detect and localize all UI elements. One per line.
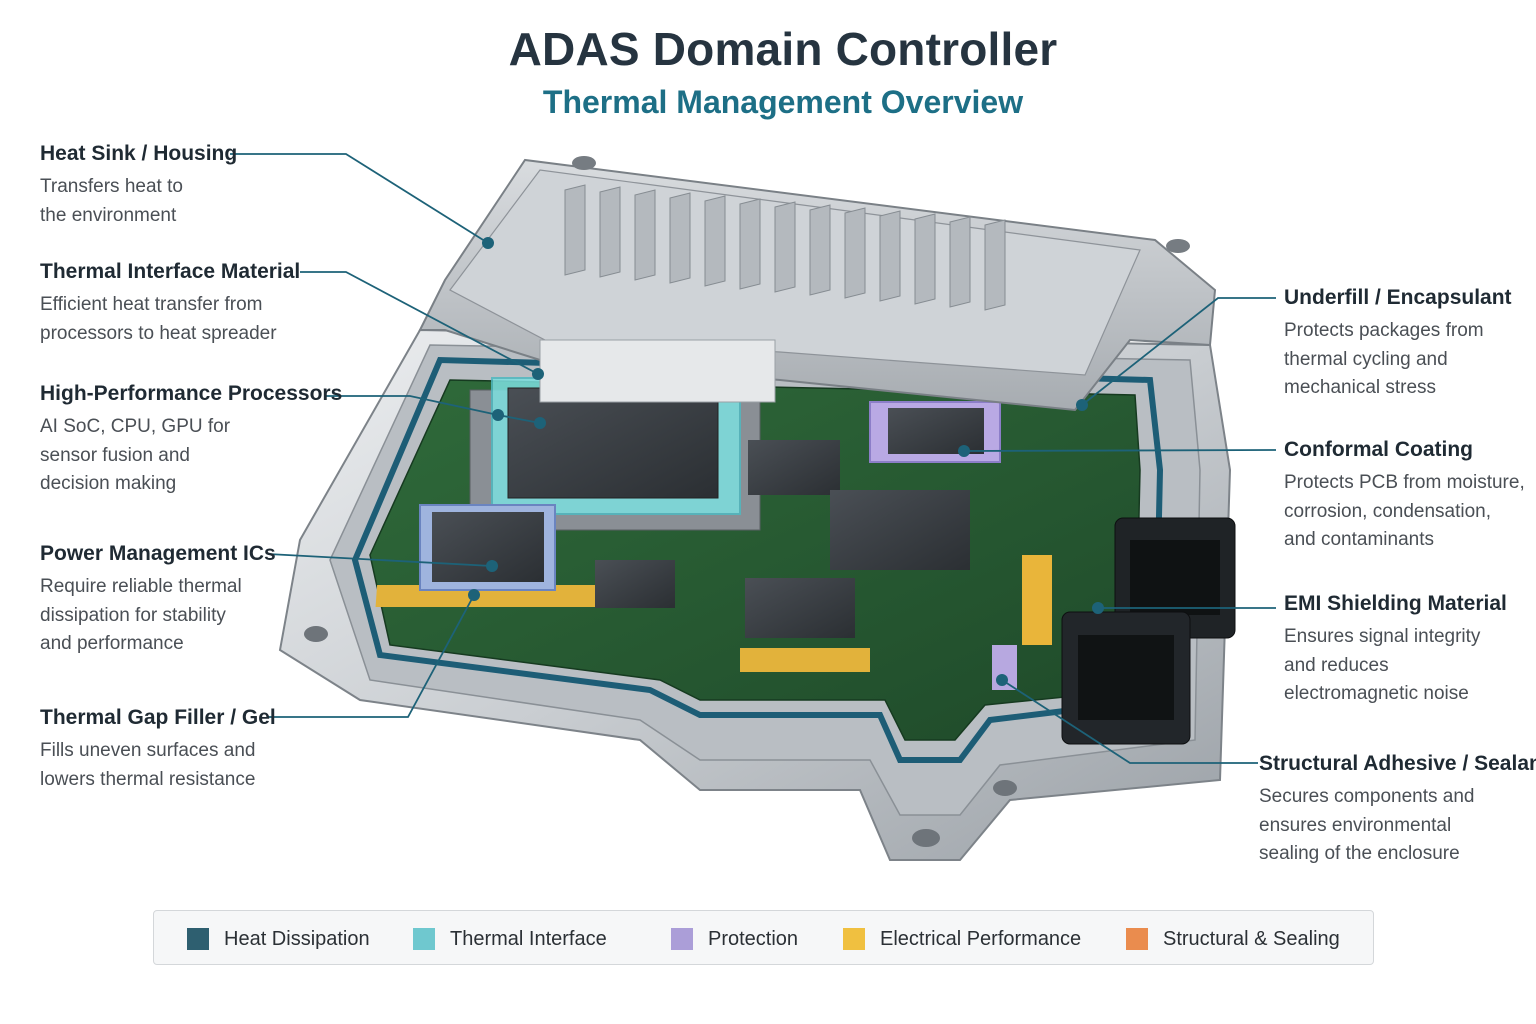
callout-line: Protects packages from <box>1284 320 1484 341</box>
callout-description: Secures components and ensures environme… <box>1259 783 1536 869</box>
heat-sink-lid <box>418 156 1217 412</box>
connector-lower <box>1061 611 1191 745</box>
callout-line: sealing of the enclosure <box>1259 843 1460 864</box>
callout-line: Efficient heat transfer from <box>40 294 263 315</box>
coated-chip <box>869 401 1001 463</box>
callout-heading: Structural Adhesive / Sealant <box>1259 752 1536 775</box>
callout-conformal: Conformal Coating Protects PCB from mois… <box>1284 436 1525 555</box>
callout-heading: EMI Shielding Material <box>1284 592 1507 615</box>
callout-line: Secures components and <box>1259 786 1475 807</box>
callout-line: sensor fusion and <box>40 444 190 466</box>
callout-description: Efficient heat transfer from processors … <box>40 291 300 348</box>
mount-hole-right <box>993 780 1017 796</box>
callout-adhesive: Structural Adhesive / Sealant Secures co… <box>1259 750 1536 869</box>
gap-filler-pad-2 <box>740 648 870 672</box>
callout-gap-filler: Thermal Gap Filler / Gel Fills uneven su… <box>40 704 276 794</box>
callout-description: Require reliable thermal dissipation for… <box>40 573 276 659</box>
legend-label: Structural & Sealing <box>1163 928 1340 950</box>
callout-heading: Heat Sink / Housing <box>40 142 238 165</box>
page-title: ADAS Domain Controller <box>508 23 1058 75</box>
mount-hole-left <box>304 626 328 642</box>
legend-swatch <box>1126 928 1148 950</box>
callout-line: and reduces <box>1284 654 1389 676</box>
callout-description: Protects PCB from moisture, corrosion, c… <box>1284 469 1525 555</box>
callout-line: dissipation for stability <box>40 604 226 626</box>
callout-line: mechanical stress <box>1284 377 1437 398</box>
ic-chip-1 <box>748 440 840 495</box>
leader-dots <box>468 237 1104 686</box>
callout-line: electromagnetic noise <box>1284 683 1469 704</box>
callout-heading: Underfill / Encapsulant <box>1284 286 1512 309</box>
callout-description: Fills uneven surfaces and lowers thermal… <box>40 737 276 794</box>
legend-swatch <box>413 928 435 950</box>
callout-heading: Conformal Coating <box>1284 438 1473 461</box>
legend-label: Heat Dissipation <box>224 928 370 950</box>
leader-lines <box>230 153 1277 764</box>
callout-heading: Thermal Gap Filler / Gel <box>40 706 276 729</box>
callout-description: AI SoC, CPU, GPU for sensor fusion and d… <box>40 413 342 499</box>
page-subtitle: Thermal Management Overview <box>542 84 1024 120</box>
ic-chip-2 <box>830 490 970 570</box>
pmic-chip <box>419 504 556 591</box>
callout-line: the environment <box>40 204 177 226</box>
callout-heading: Thermal Interface Material <box>40 260 301 283</box>
legend-swatch <box>843 928 865 950</box>
seal-channel <box>351 356 1164 763</box>
callout-line: corrosion, condensation, <box>1284 500 1492 522</box>
callout-pmic: Power Management ICs Require reliable th… <box>40 540 276 659</box>
callout-emi: EMI Shielding Material Ensures signal in… <box>1284 590 1507 709</box>
main-soc <box>469 377 761 531</box>
mount-hole-bottom <box>912 829 940 847</box>
legend-label: Thermal Interface <box>450 928 607 950</box>
callout-description: Transfers heat to the environment <box>40 173 237 230</box>
callout-line: AI SoC, CPU, GPU for <box>40 416 231 437</box>
callout-line: lowers thermal resistance <box>40 768 256 790</box>
legend-swatch <box>671 928 693 950</box>
legend-label: Electrical Performance <box>880 928 1082 950</box>
callout-line: processors to heat spreader <box>40 322 277 344</box>
callout-line: and performance <box>40 633 184 654</box>
callout-line: thermal cycling and <box>1284 348 1448 370</box>
callout-underfill: Underfill / Encapsulant Protects package… <box>1284 284 1512 403</box>
callout-processors: High-Performance Processors AI SoC, CPU,… <box>40 380 342 499</box>
ic-chip-4 <box>595 560 675 608</box>
callout-line: and contaminants <box>1284 529 1434 550</box>
callout-line: Transfers heat to <box>40 176 183 197</box>
callout-line: Require reliable thermal <box>40 576 242 597</box>
emi-shield-strip <box>1022 555 1052 645</box>
callout-line: Ensures signal integrity <box>1284 626 1481 647</box>
callout-line: ensures environmental <box>1259 814 1452 836</box>
ic-chip-3 <box>745 578 855 638</box>
callout-description: Ensures signal integrity and reduces ele… <box>1284 623 1507 709</box>
legend: Heat Dissipation Thermal Interface Prote… <box>153 910 1374 965</box>
legend-swatch <box>187 928 209 950</box>
callout-line: Protects PCB from moisture, <box>1284 472 1525 493</box>
callout-line: Fills uneven surfaces and <box>40 740 256 761</box>
callout-heading: Power Management ICs <box>40 542 276 565</box>
callout-tim: Thermal Interface Material Efficient hea… <box>40 258 300 348</box>
callout-line: decision making <box>40 473 177 494</box>
callout-heat-sink: Heat Sink / Housing Transfers heat to th… <box>40 140 237 230</box>
callout-heading: High-Performance Processors <box>40 382 343 405</box>
legend-label: Protection <box>708 928 799 950</box>
callout-description: Protects packages from thermal cycling a… <box>1284 317 1512 403</box>
